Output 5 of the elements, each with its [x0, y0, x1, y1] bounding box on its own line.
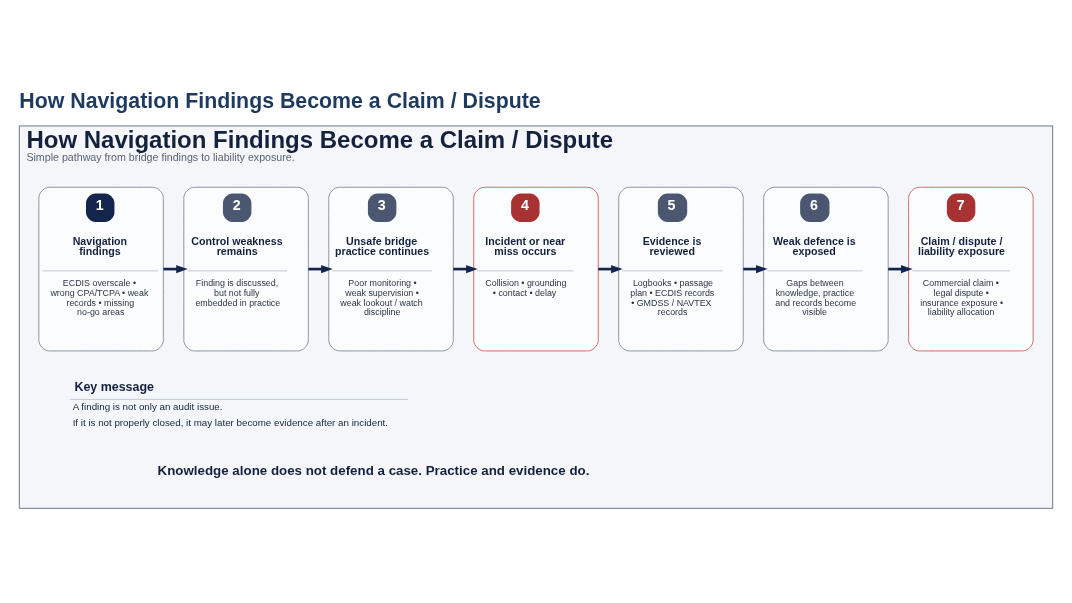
label: Knowledge alone does not defend a case. Practice and evidence do.: [157, 462, 590, 478]
label: Key message: [74, 379, 154, 394]
diagram-title: How Navigation Findings Become a Claim / Dispute: [19, 88, 541, 113]
label: If it is not properly closed, it may later become evidence after an incident.: [72, 416, 389, 428]
label: A finding is not only an audit issue.: [72, 400, 223, 412]
